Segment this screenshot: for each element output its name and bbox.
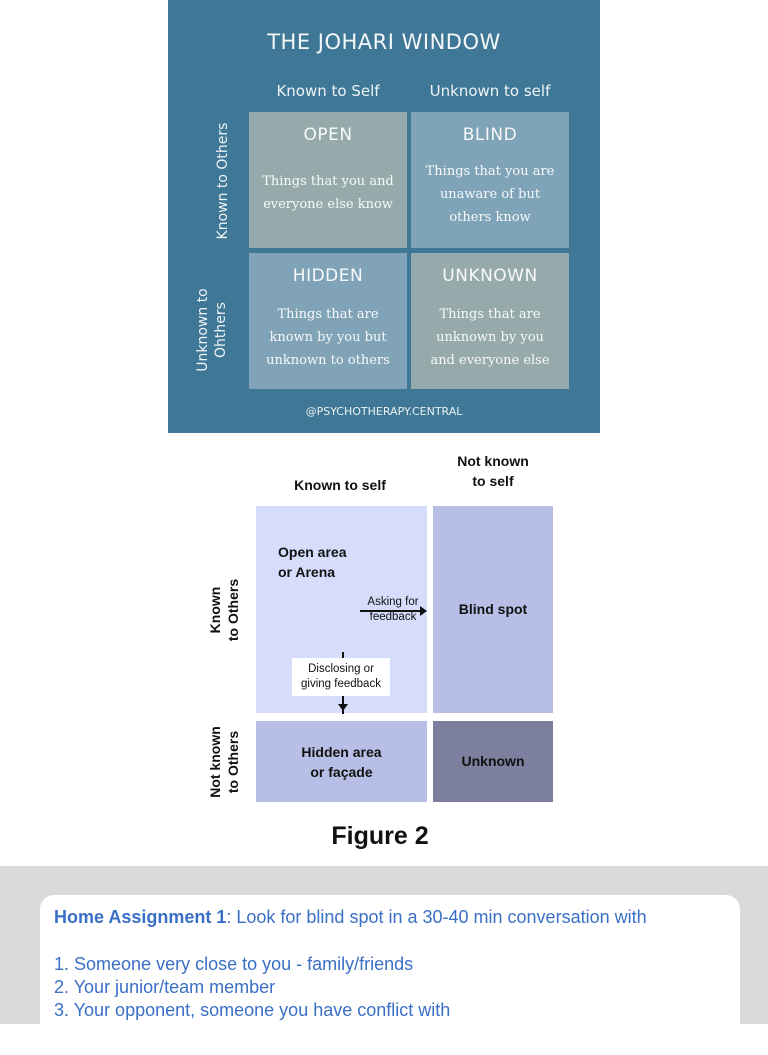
fig2-row-line: Known: [207, 586, 223, 634]
fig2-hidden-line: or façade: [310, 764, 373, 780]
open-title: OPEN: [303, 125, 353, 145]
johari-window-image: THE JOHARI WINDOW Known to Self Unknown …: [168, 0, 600, 433]
fig2-column-not-known-to-self: Not known to self: [433, 451, 553, 491]
fig2-unknown-label: Unknown: [461, 753, 525, 769]
blind-quadrant: BLIND Things that you are unaware of but…: [411, 112, 569, 248]
fig2-row-known-to-others: Known to Others: [206, 565, 244, 655]
row-header-unknown-line2: Ohthers: [213, 302, 229, 358]
assignment-heading-line: Home Assignment 1: Look for blind spot i…: [54, 907, 734, 928]
fig2-row-line: to Others: [225, 578, 241, 642]
fig2-disclosing-line: Disclosing or: [308, 663, 374, 675]
row-header-unknown-line1: Unknown to: [195, 288, 211, 372]
fig2-row-not-known-to-others: Not known to Others: [206, 712, 244, 812]
unknown-quadrant: UNKNOWN Things that are unknown by you a…: [411, 253, 569, 389]
fig2-blind-spot-area: Blind spot: [433, 506, 553, 713]
open-desc-line: everyone else know: [263, 197, 393, 212]
fig2-open-area: Open area or Arena Asking for feedback D…: [256, 506, 427, 714]
blind-desc-line: unaware of but: [439, 187, 541, 202]
column-header-unknown-to-self: Unknown to self: [429, 82, 551, 100]
fig2-open-line: Open area: [278, 544, 347, 560]
fig2-hidden-label: Hidden area or façade: [256, 742, 427, 782]
hidden-desc-line: Things that are: [277, 307, 379, 322]
unknown-desc-line: and everyone else: [430, 353, 550, 368]
assignment-heading: Home Assignment 1: [54, 907, 227, 927]
fig2-hidden-area: Hidden area or façade: [256, 721, 427, 802]
fig2-column-known-to-self: Known to self: [294, 477, 386, 493]
hidden-desc-line: unknown to others: [266, 353, 390, 368]
row-header-known-to-others: Known to Others: [215, 122, 231, 240]
fig2-hidden-line: Hidden area: [301, 744, 382, 760]
fig2-asking-feedback-label: Asking for feedback: [360, 595, 426, 625]
unknown-desc-line: Things that are: [439, 307, 541, 322]
assignment-intro: : Look for blind spot in a 30-40 min con…: [226, 907, 647, 927]
hidden-desc-line: known by you but: [269, 330, 387, 345]
list-item: 1. Someone very close to you - family/fr…: [54, 954, 414, 974]
fig2-blind-label: Blind spot: [458, 601, 528, 617]
fig2-disclosing-label: Disclosing or giving feedback: [292, 658, 390, 696]
source-credit: @PSYCHOTHERAPY.CENTRAL: [305, 405, 463, 418]
fig2-asking-line: Asking for: [367, 596, 419, 608]
list-item: 2. Your junior/team member: [54, 977, 276, 997]
fig2-open-line: or Arena: [278, 564, 336, 580]
johari-title: THE JOHARI WINDOW: [267, 30, 501, 54]
column-header-known-to-self: Known to Self: [276, 82, 380, 100]
fig2-col-line: to self: [472, 473, 514, 489]
row-header-unknown-to-others: Unknown to Ohthers: [194, 280, 230, 380]
blind-desc-line: others know: [449, 210, 531, 225]
hidden-title: HIDDEN: [292, 266, 364, 286]
blind-desc-line: Things that you are: [425, 164, 555, 179]
unknown-desc-line: unknown by you: [436, 330, 544, 345]
assignment-list: 1. Someone very close to you - family/fr…: [54, 953, 450, 1022]
assignment-card: Home Assignment 1: Look for blind spot i…: [40, 895, 740, 1055]
fig2-open-label: Open area or Arena: [278, 542, 346, 582]
fig2-disclosing-line: giving feedback: [301, 678, 381, 690]
fig2-row-line: to Others: [225, 730, 241, 794]
list-item: 3. Your opponent, someone you have confl…: [54, 1000, 451, 1020]
fig2-asking-line: feedback: [369, 611, 417, 623]
arrow-right-icon: [420, 606, 427, 616]
arrow-down-icon: [338, 704, 348, 711]
blind-title: BLIND: [462, 125, 518, 145]
figure-caption: Figure 2: [331, 822, 429, 850]
fig2-asking-arrow-line: [360, 610, 422, 612]
unknown-title: UNKNOWN: [442, 266, 538, 286]
open-quadrant: OPEN Things that you and everyone else k…: [249, 112, 407, 248]
hidden-quadrant: HIDDEN Things that are known by you but …: [249, 253, 407, 389]
open-desc-line: Things that you and: [262, 174, 394, 189]
fig2-unknown-area: Unknown: [433, 721, 553, 802]
fig2-row-line: Not known: [207, 726, 223, 798]
figure-2-diagram: Known to self Not known to self Known to…: [190, 445, 580, 860]
fig2-col-line: Not known: [457, 453, 529, 469]
